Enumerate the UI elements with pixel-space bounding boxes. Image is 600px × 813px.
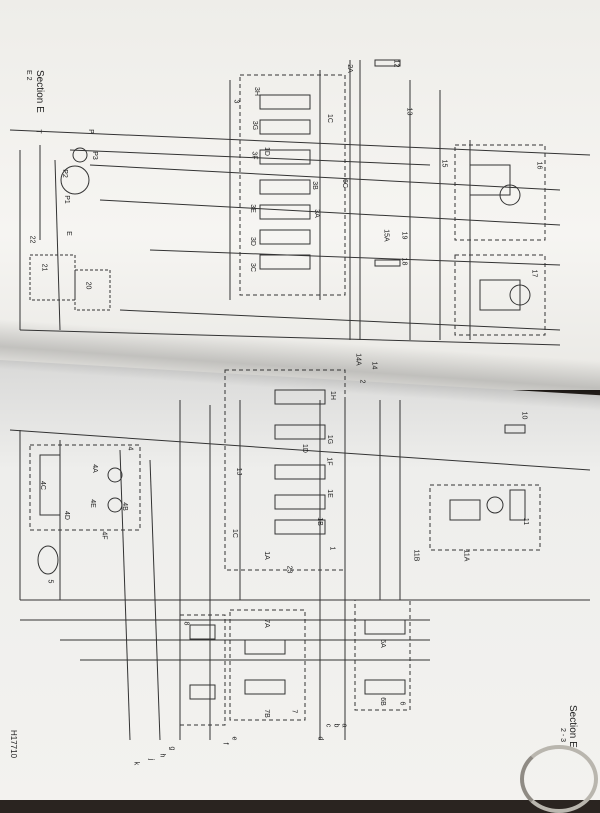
label-1c-upper: 1C — [325, 114, 333, 123]
label-d: d — [316, 736, 324, 741]
label-1d-upper: 1D — [262, 147, 270, 156]
label-23: 23 — [285, 565, 293, 574]
label-21: 21 — [40, 263, 48, 272]
upper-circuit — [9, 59, 591, 346]
label-4e: 4E — [88, 499, 96, 508]
label-a: a — [340, 723, 348, 728]
label-19: 19 — [400, 231, 408, 240]
label-e: E — [64, 231, 72, 236]
top-section-label: Section E — [34, 70, 45, 113]
label-k: k — [132, 761, 140, 766]
label-p3: P3 — [90, 151, 98, 160]
label-13: 13 — [405, 107, 413, 116]
label-15a: 15A — [382, 229, 390, 242]
label-1: 1 — [328, 546, 336, 551]
label-6b: 6B — [378, 697, 386, 706]
label-7a: 7A — [262, 619, 270, 628]
label-1g: 1G — [326, 434, 334, 445]
label-4b: 4B — [120, 502, 128, 511]
binder-ring — [520, 745, 598, 813]
label-p: P — [86, 129, 94, 134]
label-3c: 3C — [248, 263, 256, 272]
label-14: 14 — [370, 361, 378, 370]
label-p2: P2 — [60, 169, 68, 178]
label-3g: 3G — [251, 120, 259, 131]
label-3a: 3A — [312, 209, 320, 218]
label-3d: 3D — [248, 237, 256, 246]
label-3b: 3B — [310, 181, 318, 190]
label-4: 4 — [126, 446, 134, 451]
drawing-number: H17710 — [9, 730, 18, 759]
top-page-ref: E 2 — [25, 70, 32, 81]
label-2a: 2A — [345, 64, 353, 73]
label-1e: 1E — [325, 489, 333, 498]
label-11b: 11B — [412, 549, 420, 562]
label-7: 7 — [290, 709, 298, 714]
label-10: 10 — [520, 411, 528, 420]
bottom-section-label: Section E — [567, 705, 578, 748]
label-14a: 14A — [354, 353, 362, 366]
label-6c: 6C — [340, 179, 348, 188]
label-20: 20 — [84, 281, 92, 290]
label-11: 11 — [522, 517, 530, 526]
label-1d-lower: 1D — [300, 444, 308, 453]
label-4d: 4D — [62, 511, 70, 520]
label-4c: 4C — [38, 481, 46, 490]
label-1h: 1H — [328, 391, 336, 400]
label-3e: 3E — [248, 204, 256, 213]
label-18: 18 — [400, 257, 408, 266]
label-15: 15 — [440, 159, 448, 168]
label-6a: 6A — [378, 639, 386, 648]
label-h: h — [158, 753, 166, 758]
label-1b: 1B — [315, 517, 323, 526]
label-3f: 3F — [250, 151, 258, 160]
label-1a: 1A — [262, 551, 270, 560]
label-5: 5 — [46, 579, 54, 584]
label-g: g — [168, 746, 176, 751]
label-3h: 3H — [252, 87, 260, 96]
label-3: 3 — [232, 99, 240, 104]
label-1c-lower: 1C — [230, 529, 238, 538]
label-j: j — [147, 758, 155, 761]
label-f: f — [221, 742, 229, 745]
manual-page-bottom — [0, 360, 600, 800]
label-6: 6 — [398, 701, 406, 706]
label-17: 17 — [530, 269, 538, 278]
label-2: 2 — [358, 379, 366, 384]
label-16: 16 — [535, 161, 543, 170]
label-8: 8 — [182, 621, 190, 626]
label-t: T — [34, 129, 42, 134]
label-c: c — [324, 723, 332, 728]
label-11a: 11A — [462, 549, 470, 562]
label-12: 12 — [392, 59, 400, 68]
lower-circuit — [9, 369, 591, 741]
bottom-page-ref: 2 - 3 — [559, 728, 566, 743]
label-22: 22 — [28, 235, 36, 244]
label-e-lower: e — [230, 736, 238, 741]
label-1j: 1J — [235, 467, 243, 476]
label-1f: 1F — [325, 457, 333, 466]
label-7b: 7B — [262, 709, 270, 718]
label-4a: 4A — [90, 464, 98, 473]
label-b: b — [332, 723, 340, 728]
label-p1: P1 — [62, 195, 70, 204]
label-4f: 4F — [100, 531, 108, 540]
